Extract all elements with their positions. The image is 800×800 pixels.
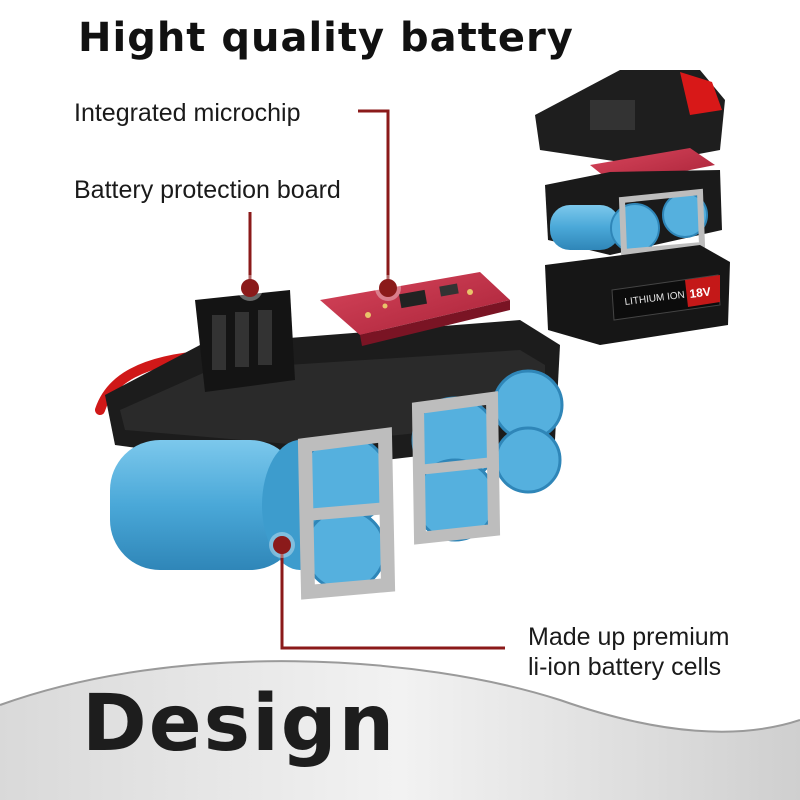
protection-board	[320, 272, 510, 346]
cells-leader	[280, 545, 505, 650]
microchip-leader	[358, 109, 390, 286]
battery-cells	[110, 369, 564, 600]
inset-badge-voltage: 18V	[689, 284, 712, 300]
callout-leaders	[248, 109, 505, 650]
callout-microchip: Integrated microchip	[74, 99, 301, 127]
page-title: Hight quality battery	[78, 15, 574, 61]
microchip-marker	[379, 279, 397, 297]
callout-cells-line1: Made up premium	[528, 623, 730, 651]
cells-marker	[273, 536, 291, 554]
board-marker	[241, 279, 259, 297]
footer-design-word: Design	[82, 679, 397, 769]
callout-markers	[237, 275, 401, 558]
exploded-battery-inset: LITHIUM ION 18V	[535, 70, 730, 345]
footer-wave	[0, 660, 800, 800]
callout-cells-line2: li-ion battery cells	[528, 653, 722, 681]
callout-protection-board: Battery protection board	[74, 176, 341, 204]
callout-battery-cells: Made up premium li-ion battery cells	[528, 622, 729, 682]
main-battery-pack	[95, 272, 564, 600]
